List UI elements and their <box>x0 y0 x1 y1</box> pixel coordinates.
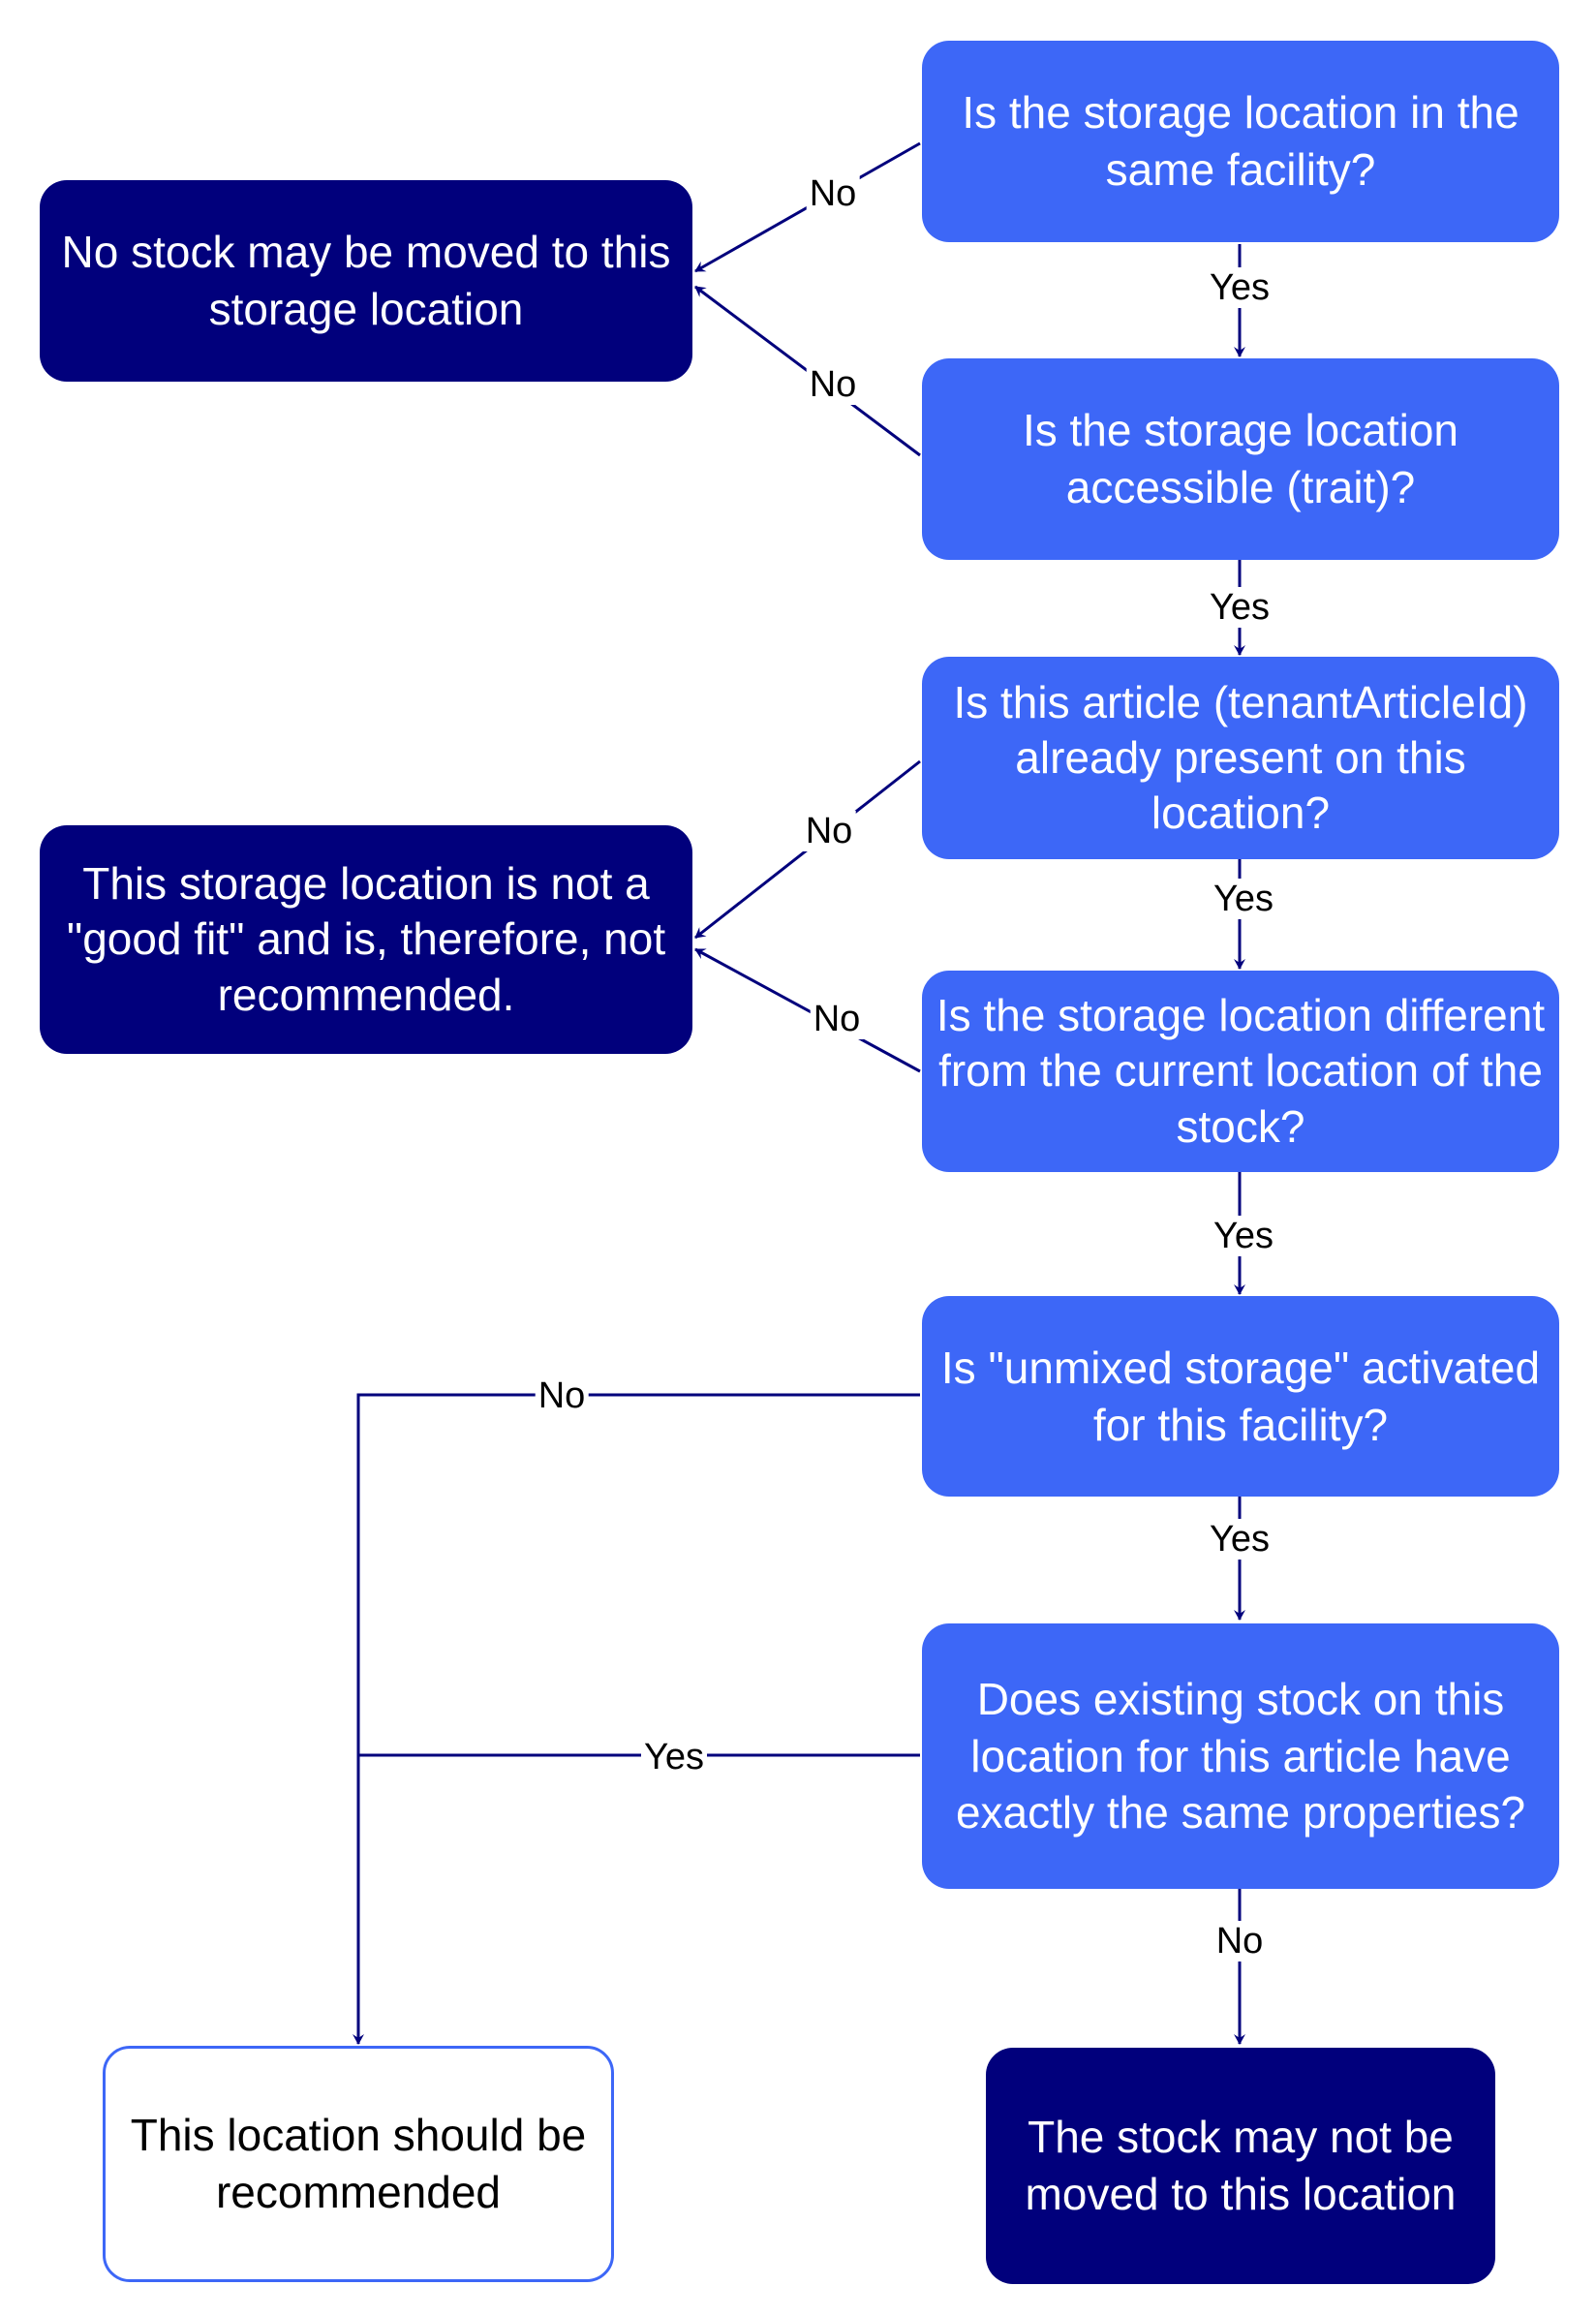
question-same-facility: Is the storage location in the same faci… <box>922 41 1559 242</box>
label-same-properties-yes: Yes <box>641 1737 707 1777</box>
label-unmixed-no: No <box>535 1375 589 1416</box>
label-unmixed-yes: Yes <box>1207 1519 1273 1560</box>
label-article-present-yes: Yes <box>1211 879 1276 919</box>
question-unmixed-storage: Is "unmixed storage" activated for this … <box>922 1296 1559 1497</box>
label-same-properties-no: No <box>1212 1921 1267 1962</box>
question-different-location: Is the storage location different from t… <box>922 971 1559 1172</box>
label-same-facility-no: No <box>806 173 860 214</box>
label-different-location-yes: Yes <box>1211 1216 1276 1256</box>
edge-unmixed-no <box>353 1393 920 2045</box>
label-accessible-yes: Yes <box>1207 587 1273 628</box>
edge-different-location-no <box>694 947 921 1073</box>
outcome-recommended: This location should be recommended <box>103 2046 614 2282</box>
label-accessible-no: No <box>806 364 860 405</box>
question-same-properties: Does existing stock on this location for… <box>922 1623 1559 1889</box>
outcome-not-good-fit: This storage location is not a "good fit… <box>40 825 692 1054</box>
outcome-no-stock-moved: No stock may be moved to this storage lo… <box>40 180 692 382</box>
label-article-present-no: No <box>802 811 856 851</box>
label-different-location-no: No <box>810 999 864 1039</box>
outcome-may-not-move: The stock may not be moved to this locat… <box>986 2048 1495 2284</box>
question-accessible: Is the storage location accessible (trai… <box>922 358 1559 560</box>
label-same-facility-yes: Yes <box>1207 267 1273 308</box>
question-article-present: Is this article (tenantArticleId) alread… <box>922 657 1559 859</box>
